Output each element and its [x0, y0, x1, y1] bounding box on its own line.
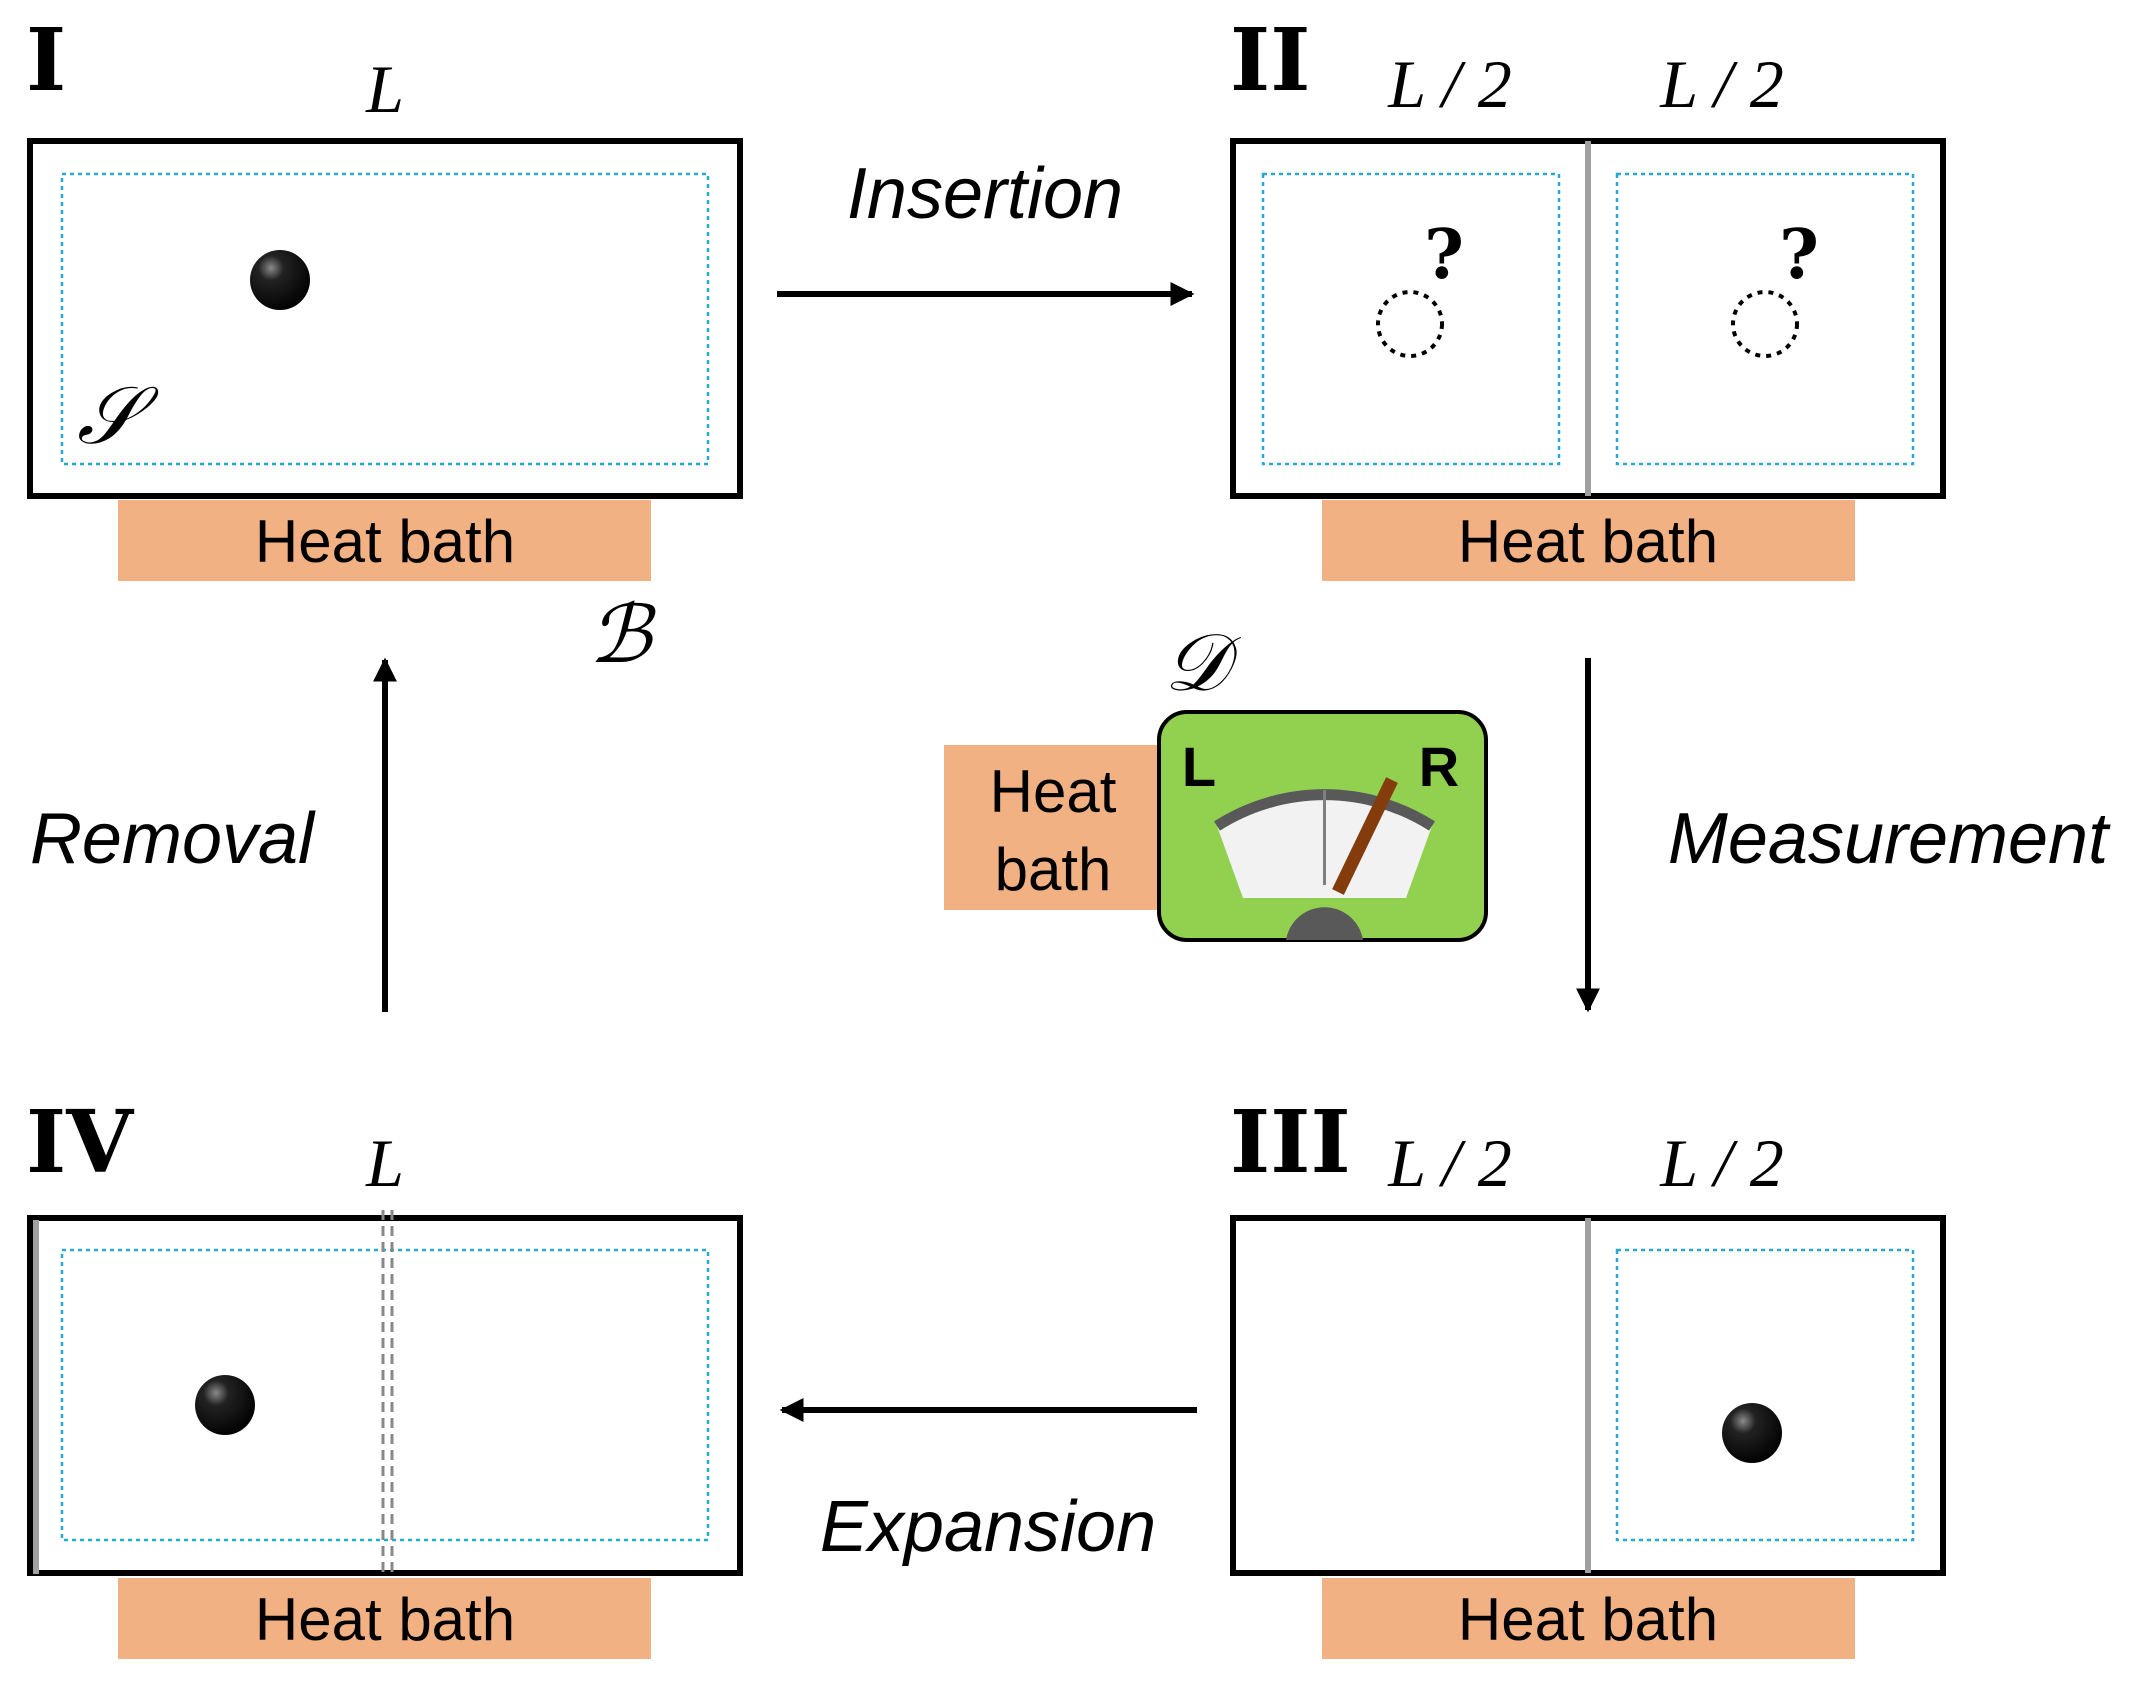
insertion-step: Insertion [777, 154, 1195, 306]
stage-two-right-length: L / 2 [1659, 46, 1783, 122]
stage-four-container [27, 1215, 743, 1576]
expansion-label: Expansion [820, 1487, 1156, 1567]
stage-two-left-region [1261, 172, 1561, 466]
stage-three-numeral: III [1230, 1092, 1351, 1193]
stage-one: I L 𝒮 Heat bath ℬ [26, 10, 743, 681]
stage-three-heat-bath [1322, 1578, 1855, 1659]
removal-label: Removal [30, 799, 316, 879]
stage-four-heat-bath-label: Heat bath [255, 1586, 515, 1653]
stage-one-numeral: I [26, 10, 66, 111]
stage-three-left-length: L / 2 [1387, 1125, 1511, 1201]
stage-one-length-label: L [365, 51, 404, 127]
stage-one-heat-bath-label: Heat bath [255, 508, 515, 575]
bath-symbol: ℬ [589, 588, 657, 681]
right-question-mark: ? [1779, 215, 1819, 295]
stage-two-heat-bath-label: Heat bath [1458, 508, 1718, 575]
stage-two-left-length: L / 2 [1387, 46, 1511, 122]
left-question-mark: ? [1424, 215, 1464, 295]
stage-three-heat-bath-label: Heat bath [1458, 1586, 1718, 1653]
measurement-label: Measurement [1668, 799, 2111, 879]
stage-one-container [27, 138, 743, 499]
stage-two-numeral: II [1230, 10, 1310, 111]
detector-heat-bath-line1: Heat [990, 758, 1117, 825]
stage-four-length-label: L [365, 1125, 404, 1201]
expansion-step: Expansion [779, 1398, 1197, 1567]
measurement-step: Measurement [1576, 658, 2111, 1013]
left-possible-particle [1376, 290, 1444, 358]
stage-four: IV L Heat bath [26, 1092, 743, 1659]
stage-three-right-length: L / 2 [1659, 1125, 1783, 1201]
gauge-pivot [1286, 907, 1363, 940]
stage-three-right-region [1615, 1248, 1915, 1542]
stage-one-system-region [60, 172, 710, 466]
stage-one-heat-bath [118, 500, 651, 581]
detector-symbol: 𝒟 [1164, 616, 1241, 709]
particle [1722, 1403, 1782, 1463]
detector-heat-bath [944, 745, 1169, 910]
gauge-right-label: R [1419, 735, 1459, 798]
gauge-needle [1332, 777, 1398, 895]
stage-four-system-region [60, 1248, 710, 1542]
stage-two: II L / 2 L / 2 ? ? Heat bath [1230, 10, 1946, 581]
detector-heat-bath-line2: bath [995, 836, 1112, 903]
right-possible-particle [1731, 290, 1799, 358]
stage-two-right-region [1615, 172, 1915, 466]
stage-two-heat-bath [1322, 500, 1855, 581]
removal-step: Removal [30, 657, 397, 1012]
stage-four-heat-bath [118, 1578, 651, 1659]
insertion-label: Insertion [847, 154, 1123, 234]
stage-three: III L / 2 L / 2 Heat bath [1230, 1092, 1946, 1659]
particle [250, 250, 310, 310]
detector: 𝒟 Heat bath L R [944, 616, 1488, 942]
stage-four-numeral: IV [26, 1092, 134, 1193]
particle [195, 1375, 255, 1435]
gauge-left-label: L [1182, 735, 1216, 798]
